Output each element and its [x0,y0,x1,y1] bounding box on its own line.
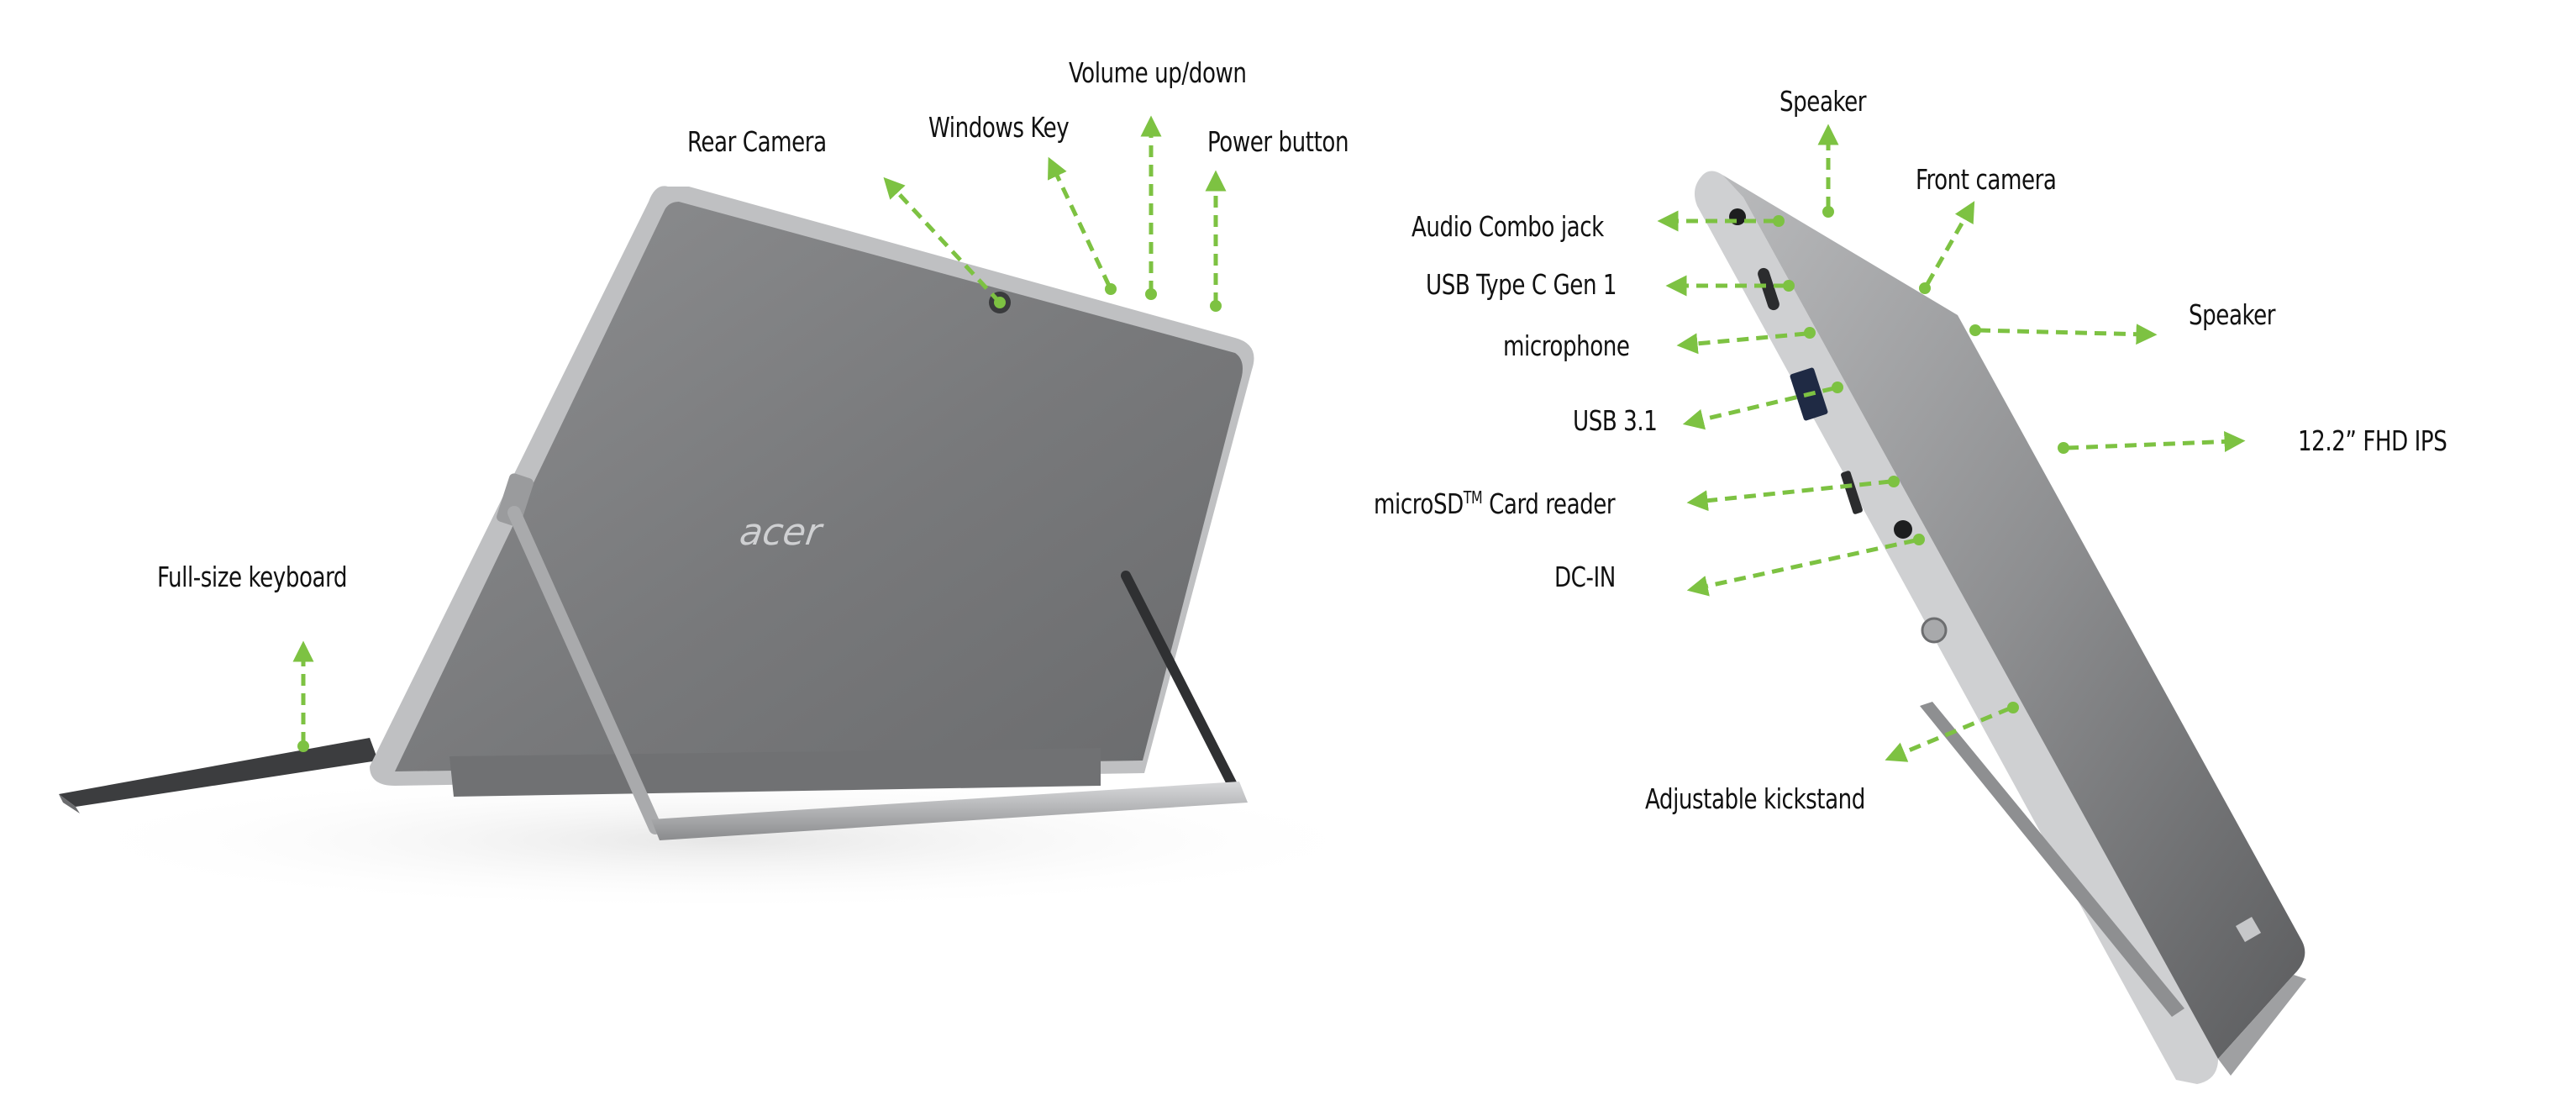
tablet-screen [1722,175,2305,1059]
side-callout-arrows [1657,124,2246,762]
microsd-text: microSD [1374,487,1464,520]
tablet-side-edge [1694,171,2218,1084]
label-volume-up-down: Volume up/down [1069,56,1247,89]
label-windows-key: Windows Key [928,111,1070,144]
dc-in-port [1894,520,1912,539]
label-speaker-top: Speaker [1780,85,1867,118]
rear-callout-dots [297,283,1222,752]
label-audio-combo-jack: Audio Combo jack [1412,210,1604,243]
microsd-slot [1841,471,1863,514]
label-full-size-keyboard: Full-size keyboard [157,561,348,593]
windows-logo [2235,916,2262,943]
usb-c-port [1758,267,1780,311]
label-usb-3-1: USB 3.1 [1573,404,1658,437]
label-power-button: Power button [1207,125,1349,158]
label-speaker-side: Speaker [2189,298,2276,331]
keyboard-dock [59,738,378,807]
label-adjustable-kickstand: Adjustable kickstand [1645,782,1865,815]
trademark-sup: TM [1463,487,1483,508]
label-dc-in: DC-IN [1554,561,1616,593]
label-usb-type-c: USB Type C Gen 1 [1426,268,1617,301]
kickstand-hinge [1921,617,1948,644]
rear-callout-arrows [292,115,1227,744]
side-callout-dots [1773,206,2069,713]
rear-view-device: acer [50,186,1395,912]
label-display-spec: 12.2” FHD IPS [2298,424,2447,457]
label-rear-camera: Rear Camera [687,125,827,158]
label-microsd-card-reader: microSDTM Card reader [1374,487,1616,520]
card-reader-text: Card reader [1482,487,1616,520]
label-front-camera: Front camera [1916,163,2057,196]
acer-logo: acer [737,511,826,554]
side-view-device [1694,171,2306,1084]
kickstand [507,506,1248,840]
label-microphone: microphone [1503,329,1630,362]
